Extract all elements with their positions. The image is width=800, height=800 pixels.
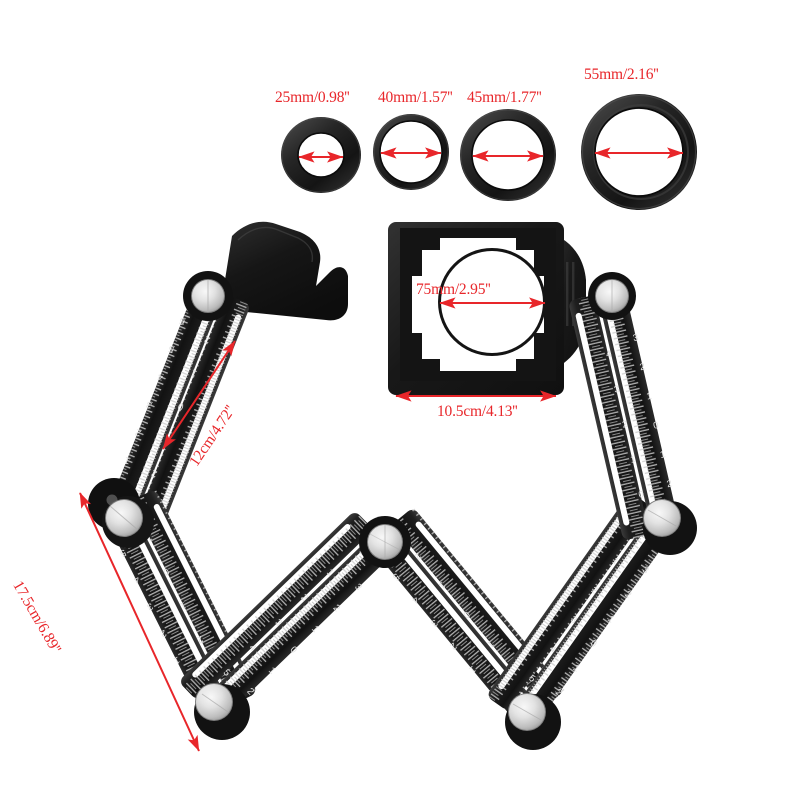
ruler-arm-bottom-left: 2 1 0 1 2 3 5 4 3 (178, 510, 393, 719)
svg-text:6: 6 (178, 315, 187, 327)
svg-text:4: 4 (547, 643, 558, 655)
svg-text:1: 1 (485, 638, 496, 650)
svg-text:3: 3 (272, 617, 284, 628)
ring-45mm (460, 109, 556, 201)
svg-text:1: 1 (610, 555, 621, 567)
svg-text:4: 4 (605, 349, 613, 361)
svg-text:5: 5 (221, 667, 233, 678)
svg-text:3: 3 (632, 332, 640, 344)
dim-17-5cm-arrow (79, 492, 200, 752)
svg-text:2: 2 (666, 478, 674, 490)
svg-text:1: 1 (645, 391, 653, 403)
ring-40-label: 40mm/1.57'' (378, 89, 453, 106)
svg-text:0: 0 (288, 644, 300, 655)
hinge-bottom-center[interactable] (359, 516, 411, 568)
svg-text:1: 1 (436, 579, 447, 591)
svg-text:4: 4 (247, 642, 259, 653)
svg-text:4: 4 (409, 594, 420, 606)
svg-text:1: 1 (266, 665, 278, 676)
svg-text:1: 1 (123, 454, 132, 466)
svg-text:2: 2 (203, 333, 212, 345)
svg-text:2: 2 (134, 426, 143, 438)
svg-text:2: 2 (195, 633, 205, 645)
svg-text:1: 1 (467, 663, 478, 675)
svg-text:2: 2 (621, 419, 629, 431)
svg-text:5: 5 (390, 571, 401, 583)
ring-45-label: 45mm/1.77'' (467, 89, 542, 106)
angle-ruler-assembly: 6 5 4 3 2 1 0 2 1 (79, 221, 697, 752)
svg-text:2: 2 (412, 550, 423, 562)
svg-text:1: 1 (309, 623, 321, 634)
ring-25-label: 25mm/0.98'' (275, 89, 350, 106)
template-corner-brackets (400, 228, 556, 381)
svg-text:4: 4 (156, 371, 165, 383)
fin-blade-head (223, 221, 348, 321)
ruler-arm-lower-right: 2 1 0 1 2 3 5 4 3 (485, 491, 676, 725)
hinge-bottom-left[interactable] (194, 683, 250, 740)
svg-text:1: 1 (605, 613, 616, 625)
svg-text:1: 1 (571, 662, 582, 674)
hinge-bottom-right[interactable] (505, 693, 561, 750)
svg-text:2: 2 (331, 603, 343, 614)
hinge-mid-right[interactable] (643, 499, 697, 555)
svg-text:3: 3 (145, 398, 154, 410)
svg-text:2: 2 (298, 592, 310, 603)
svg-text:3: 3 (613, 384, 621, 396)
svg-text:3: 3 (352, 582, 364, 593)
template-circle-label: 75mm/2.95'' (416, 281, 491, 298)
svg-text:2: 2 (639, 361, 647, 373)
svg-text:0: 0 (637, 489, 645, 501)
svg-text:3: 3 (568, 614, 579, 626)
svg-text:5: 5 (527, 673, 538, 685)
template-width-label: 10.5cm/4.13'' (437, 403, 518, 420)
hole-template-plate (388, 222, 586, 402)
hinge-top-right[interactable] (588, 272, 636, 320)
svg-text:2: 2 (589, 585, 600, 597)
svg-text:2: 2 (553, 687, 564, 699)
svg-text:3: 3 (640, 564, 651, 576)
svg-text:2: 2 (448, 640, 459, 652)
ring-40mm (373, 114, 449, 190)
svg-text:0: 0 (652, 420, 660, 432)
svg-text:0: 0 (461, 608, 472, 620)
fin-highlight (237, 226, 314, 263)
dim-12cm-arrow (162, 340, 236, 450)
svg-text:0: 0 (588, 638, 599, 650)
svg-text:3: 3 (429, 617, 440, 629)
embossed-marking (566, 262, 575, 326)
svg-text:2: 2 (623, 589, 634, 601)
ring-55-label: 55mm/2.16'' (584, 66, 659, 83)
ring-55mm (581, 94, 697, 210)
svg-text:2: 2 (150, 467, 159, 479)
svg-text:1: 1 (629, 454, 637, 466)
svg-text:1: 1 (659, 449, 667, 461)
hinge-top-left[interactable] (183, 271, 233, 321)
svg-text:1: 1 (324, 567, 336, 578)
svg-text:2: 2 (244, 686, 256, 697)
ring-25mm (281, 117, 361, 193)
ring-group (281, 94, 697, 210)
ruler-arm-upper-right: 2 1 0 1 2 3 0 1 2 (568, 291, 679, 541)
